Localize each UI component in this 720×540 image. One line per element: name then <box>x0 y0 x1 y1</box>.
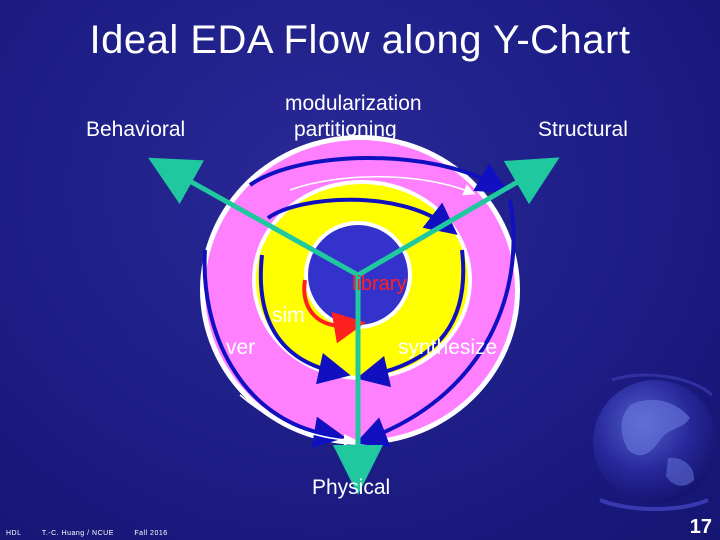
behavioral-label: Behavioral <box>86 118 186 141</box>
white-arrow-bottom <box>239 394 356 446</box>
partitioning-label: partitioning <box>294 118 397 141</box>
physical-label: Physical <box>312 476 391 499</box>
sim-loop-arrow <box>302 279 366 344</box>
loop-arrow-middle-right <box>356 249 466 388</box>
loop-arrow-outer-left <box>202 249 346 449</box>
footer: HDL T.-C. Huang / NCUE Fall 2016 <box>6 530 186 537</box>
behavioral-axis <box>148 157 360 278</box>
loop-arrow-outer-right <box>355 199 516 448</box>
structural-label: Structural <box>538 118 628 141</box>
page-number: 17 <box>689 516 712 538</box>
footer-course: HDL <box>6 530 22 537</box>
ver-label: ver <box>226 336 256 359</box>
loop-arrow-middle-left <box>258 254 351 385</box>
footer-author: T.-C. Huang / NCUE <box>41 530 114 537</box>
loop-arrow-outer-top <box>248 156 509 193</box>
synthesize-label: synthesize <box>398 336 498 359</box>
slide-title: Ideal EDA Flow along Y-Chart <box>89 18 631 62</box>
structural-axis <box>356 157 560 278</box>
library-label: library <box>352 273 407 295</box>
modularization-label: modularization <box>285 92 422 115</box>
loop-arrow-middle-top <box>266 197 458 235</box>
white-arrow-top <box>289 176 476 196</box>
footer-term: Fall 2016 <box>134 530 168 537</box>
sim-label: sim <box>272 304 305 327</box>
